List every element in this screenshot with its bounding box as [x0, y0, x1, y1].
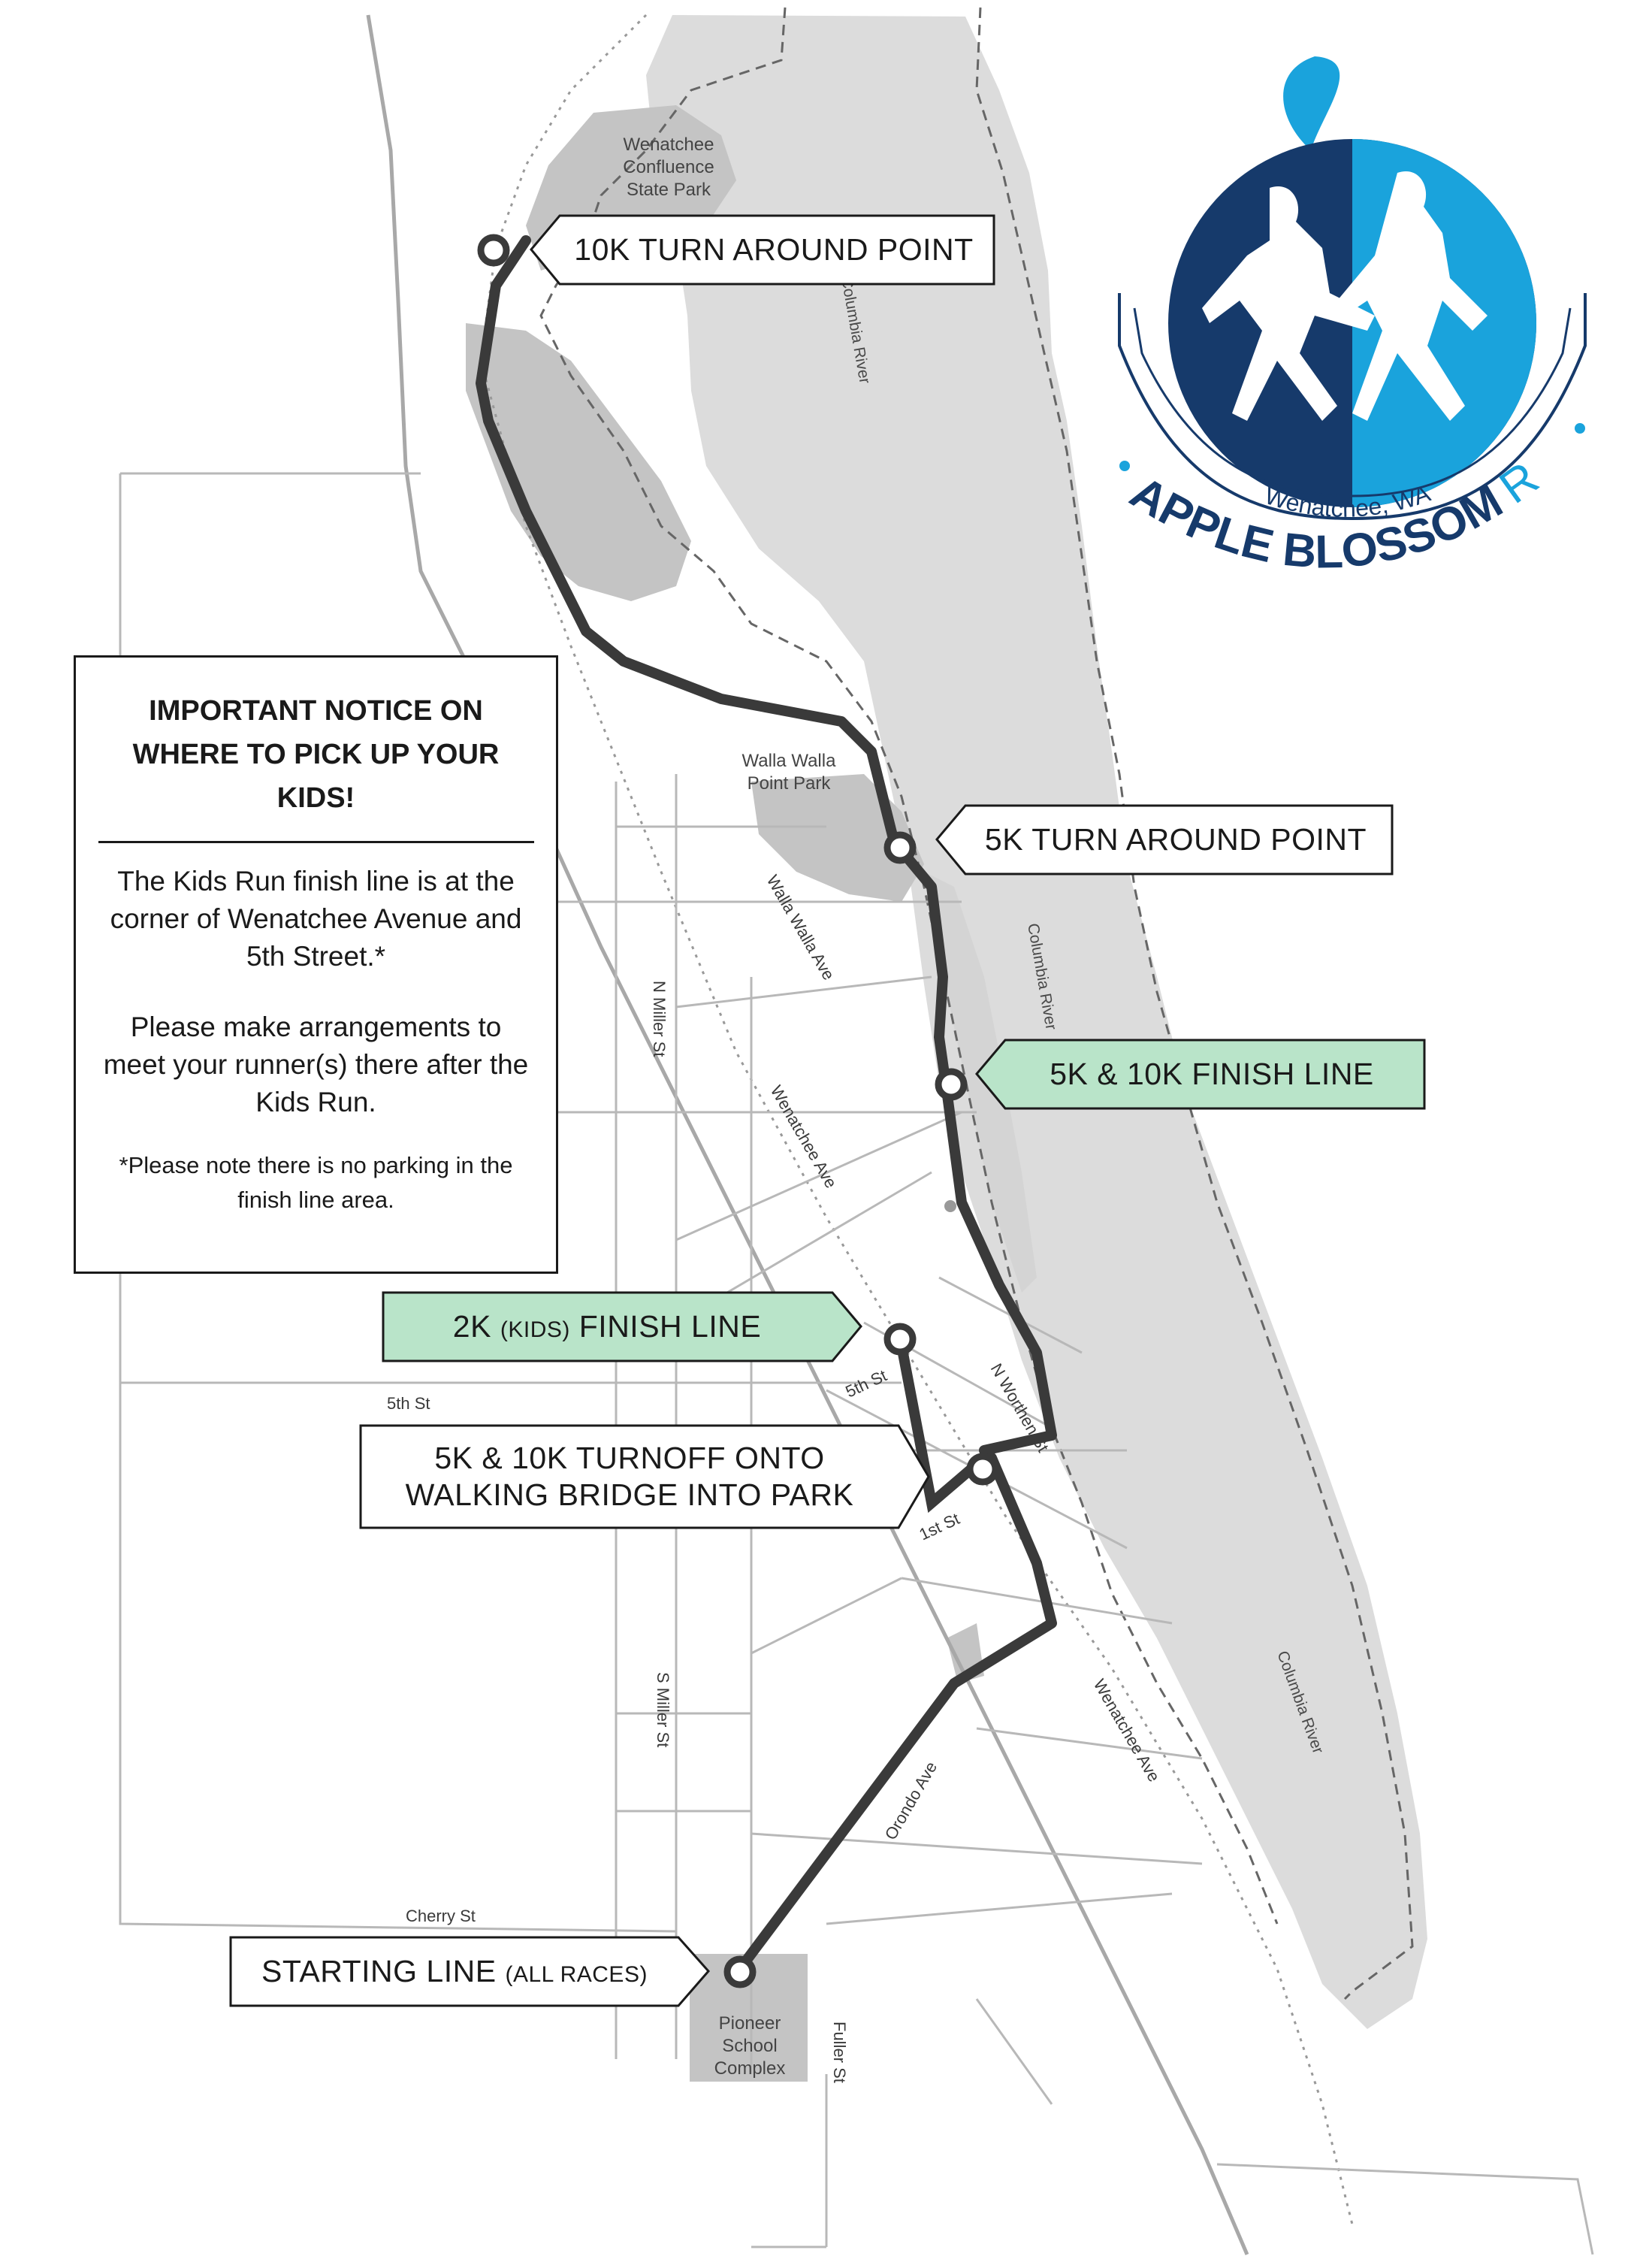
notice-parking-note: *Please note there is no parking in the … [119, 1152, 513, 1213]
marker-start [723, 1955, 757, 1988]
turnoff-line-1: 5K & 10K TURNOFF ONTO [434, 1440, 825, 1475]
finish-2k-kids: (KIDS) [500, 1317, 570, 1342]
svg-text:N Miller St: N Miller St [650, 981, 669, 1057]
notice-title: IMPORTANT NOTICE ON WHERE TO PICK UP YOU… [132, 695, 500, 814]
marker-grey-dot [944, 1200, 956, 1212]
notice-paragraph-location: The Kids Run finish line is at the corne… [110, 866, 522, 972]
marker-bridge-turnoff [966, 1453, 999, 1486]
svg-text:Wenatchee: Wenatchee [624, 135, 714, 155]
logo-dot-left [1119, 461, 1130, 471]
runner-male-icon [1202, 186, 1375, 421]
pickup-notice-box: IMPORTANT NOTICE ON WHERE TO PICK UP YOU… [74, 655, 558, 1274]
marker-finish-5k-10k [935, 1068, 968, 1101]
columbia-river [646, 15, 1427, 2029]
start-sub: (ALL RACES) [505, 1961, 648, 1987]
island-strip [924, 872, 1037, 1293]
route-markers [477, 234, 999, 1988]
route-kids-connector [895, 1332, 989, 1514]
svg-text:School: School [722, 2036, 777, 2056]
callout-start: STARTING LINE (ALL RACES) [229, 1936, 710, 2007]
callout-bridge-turnoff: 5K & 10K TURNOFF ONTO WALKING BRIDGE INT… [359, 1424, 930, 1529]
marker-10k-turnaround [477, 234, 510, 267]
callout-5k-turnaround-label: 5K TURN AROUND POINT [984, 821, 1367, 857]
finish-2k-main: 2K [452, 1308, 491, 1344]
callout-10k-turnaround-label: 10K TURN AROUND POINT [574, 231, 974, 267]
svg-text:Point Park: Point Park [748, 773, 832, 794]
svg-text:5th St: 5th St [387, 1394, 430, 1413]
svg-text:S Miller St: S Miller St [654, 1672, 672, 1747]
callout-finish-5k-10k-label: 5K & 10K FINISH LINE [1050, 1056, 1374, 1091]
logo-dot-right [1575, 423, 1585, 434]
finish-2k-rest: FINISH LINE [578, 1308, 762, 1344]
marker-finish-2k [883, 1323, 917, 1356]
svg-text:Walla Walla: Walla Walla [742, 751, 837, 771]
pioneer-school-block [690, 1954, 808, 2082]
svg-text:Fuller St: Fuller St [830, 2022, 849, 2083]
place-labels: Wenatchee Confluence State Park Walla Wa… [623, 135, 836, 2079]
callout-10k-turnaround: 10K TURN AROUND POINT [530, 214, 995, 286]
callout-finish-5k-10k: 5K & 10K FINISH LINE [975, 1039, 1426, 1110]
notice-divider [98, 841, 534, 843]
callout-finish-2k: 2K (KIDS) FINISH LINE [382, 1291, 862, 1362]
svg-text:State Park: State Park [627, 180, 711, 200]
logo-ribbon-inner [1133, 307, 1572, 497]
svg-text:Cherry St: Cherry St [406, 1907, 476, 1925]
runner-female-icon [1337, 171, 1488, 421]
svg-text:Complex: Complex [714, 2058, 786, 2079]
svg-text:Confluence: Confluence [623, 157, 714, 177]
confluence-park-lower [466, 323, 691, 601]
callout-5k-turnaround: 5K TURN AROUND POINT [935, 804, 1394, 875]
shoreline-boundary-west [539, 7, 1279, 1925]
turnoff-line-2: WALKING BRIDGE INTO PARK [405, 1477, 854, 1512]
svg-text:Walla Walla Ave: Walla Walla Ave [763, 872, 838, 983]
notice-paragraph-arrangements: Please make arrangements to meet your ru… [103, 1012, 529, 1117]
marker-5k-turnaround [883, 831, 917, 864]
logo-ribbon [1118, 293, 1587, 521]
svg-text:Wenatchee Ave: Wenatchee Ave [1090, 1676, 1164, 1785]
shoreline-boundary-east [975, 7, 1414, 2000]
svg-text:5th St: 5th St [843, 1366, 890, 1402]
start-main: STARTING LINE [261, 1953, 497, 1988]
leaf-icon [1283, 56, 1340, 150]
svg-text:Pioneer: Pioneer [719, 2013, 781, 2034]
